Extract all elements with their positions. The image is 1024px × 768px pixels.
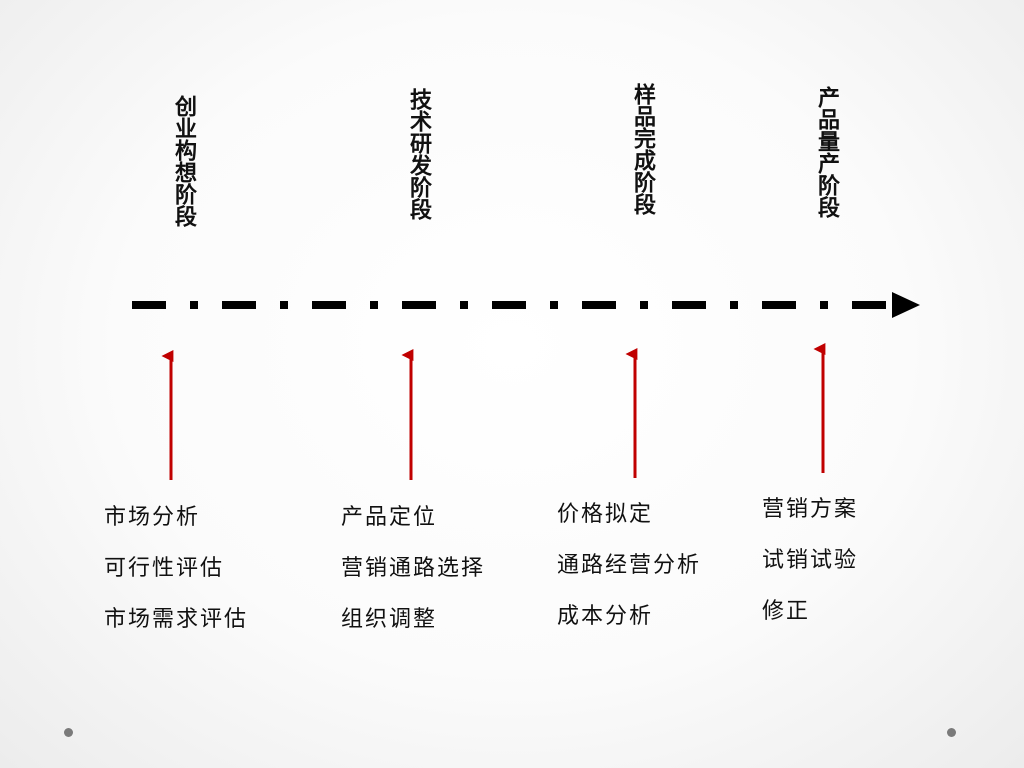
task-item: 价格拟定 [557, 502, 654, 527]
task-item: 营销方案 [762, 497, 859, 522]
task-item: 市场分析 [104, 505, 201, 530]
task-list-ideation: 市场分析 可行性评估 市场需求评估 [104, 503, 248, 656]
stage-title-rnd: 技术研发阶段 [406, 88, 432, 220]
task-item: 营销通路选择 [341, 556, 486, 581]
task-item: 产品定位 [341, 505, 438, 530]
stage-title-mass-production: 产品量产阶段 [814, 86, 840, 218]
task-item: 组织调整 [341, 607, 438, 632]
stage-title-ideation: 创业构想阶段 [171, 95, 197, 227]
task-list-sample: 价格拟定 通路经营分析 成本分析 [557, 500, 701, 653]
stage-title-sample: 样品完成阶段 [630, 83, 656, 215]
task-list-mass-production: 营销方案 试销试验 修正 [762, 495, 858, 648]
corner-dot-right [947, 728, 956, 737]
timeline-axis [132, 292, 920, 318]
task-item: 市场需求评估 [104, 607, 249, 632]
corner-dot-left [64, 728, 73, 737]
task-item: 修正 [762, 599, 811, 624]
task-item: 试销试验 [762, 548, 859, 573]
task-list-rnd: 产品定位 营销通路选择 组织调整 [341, 503, 485, 656]
timeline-arrowhead-icon [892, 292, 920, 318]
task-item: 可行性评估 [104, 556, 225, 581]
task-item: 通路经营分析 [557, 553, 702, 578]
task-item: 成本分析 [557, 604, 654, 629]
